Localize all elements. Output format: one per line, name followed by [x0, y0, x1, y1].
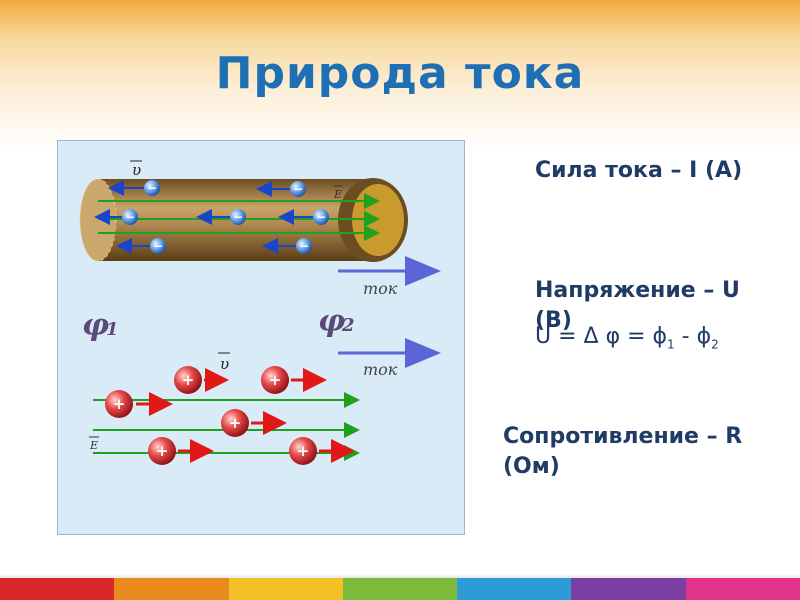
voltage-formula-mid: - ϕ — [674, 324, 712, 349]
electron-sign: − — [125, 210, 135, 224]
velocity-label-top: υ — [132, 161, 141, 179]
current-strength-note: Сила тока – I (А) — [535, 158, 743, 183]
ion-sign: + — [113, 395, 126, 413]
strip-segment — [457, 578, 572, 600]
strip-segment — [114, 578, 229, 600]
electron: − — [94, 209, 138, 225]
phi2-subscript: 2 — [341, 315, 355, 336]
field-label-top: E — [333, 188, 342, 201]
voltage-formula-main: U = Δ φ = ϕ — [535, 324, 668, 349]
footer-color-strip — [0, 578, 800, 600]
footer-shadow — [0, 574, 800, 578]
current-label-top: ток — [363, 279, 398, 298]
electron: − — [108, 180, 160, 196]
current-arrow-bottom: ток — [338, 338, 441, 379]
strip-segment — [0, 578, 115, 600]
ion: + — [289, 437, 355, 465]
voltage-formula-sub2: 2 — [711, 337, 719, 352]
electron: − — [116, 238, 166, 254]
electron: − — [196, 209, 246, 225]
current-arrow-top: ток — [338, 256, 441, 298]
electron: − — [278, 209, 329, 225]
voltage-formula: U = Δ φ = ϕ1 - ϕ2 — [535, 322, 765, 359]
electron-sign: − — [316, 210, 326, 224]
ion: + — [221, 409, 287, 437]
ion-sign: + — [229, 414, 242, 432]
electron-sign: − — [233, 210, 243, 224]
ion-sign: + — [182, 371, 195, 389]
electron-sign: − — [153, 239, 163, 253]
voltage-note: Напряжение – U (В) — [535, 278, 740, 333]
header-band — [0, 0, 800, 150]
ion-sign: + — [269, 371, 282, 389]
electron-sign: − — [299, 239, 309, 253]
electron: − — [256, 181, 306, 197]
phi2-label: φ 2 — [318, 304, 355, 339]
strip-segment — [342, 578, 458, 600]
phi1-subscript: 1 — [106, 319, 119, 340]
phi1-label: φ 1 — [82, 308, 119, 343]
strip-segment — [228, 578, 343, 600]
voltage-formula-sub1: 1 — [667, 337, 675, 352]
strip-segment — [685, 578, 800, 600]
slide-title: Природа тока — [215, 48, 585, 99]
phi2-symbol: φ — [318, 304, 345, 339]
field-label-bottom: E — [89, 439, 98, 452]
velocity-label-bottom: υ — [220, 355, 229, 373]
ions: + + + + + — [105, 366, 355, 465]
current-nature-figure: E υ − − − − — [57, 140, 465, 535]
electron: − — [262, 238, 312, 254]
ion-sign: + — [156, 442, 169, 460]
ion-sign: + — [297, 442, 310, 460]
ion: + — [174, 366, 229, 394]
resistance-note: Сопротивление – R (Ом) — [503, 424, 743, 479]
electron-sign: − — [147, 181, 157, 195]
phi1-symbol: φ — [82, 308, 109, 343]
figure-svg: E υ − − − − — [79, 160, 441, 465]
electrons: − − − − − — [94, 180, 329, 254]
electron-sign: − — [293, 182, 303, 196]
ion: + — [148, 437, 214, 465]
ion: + — [261, 366, 327, 394]
strip-segment — [571, 578, 686, 600]
current-label-bottom: ток — [363, 360, 398, 379]
ion: + — [105, 390, 173, 418]
